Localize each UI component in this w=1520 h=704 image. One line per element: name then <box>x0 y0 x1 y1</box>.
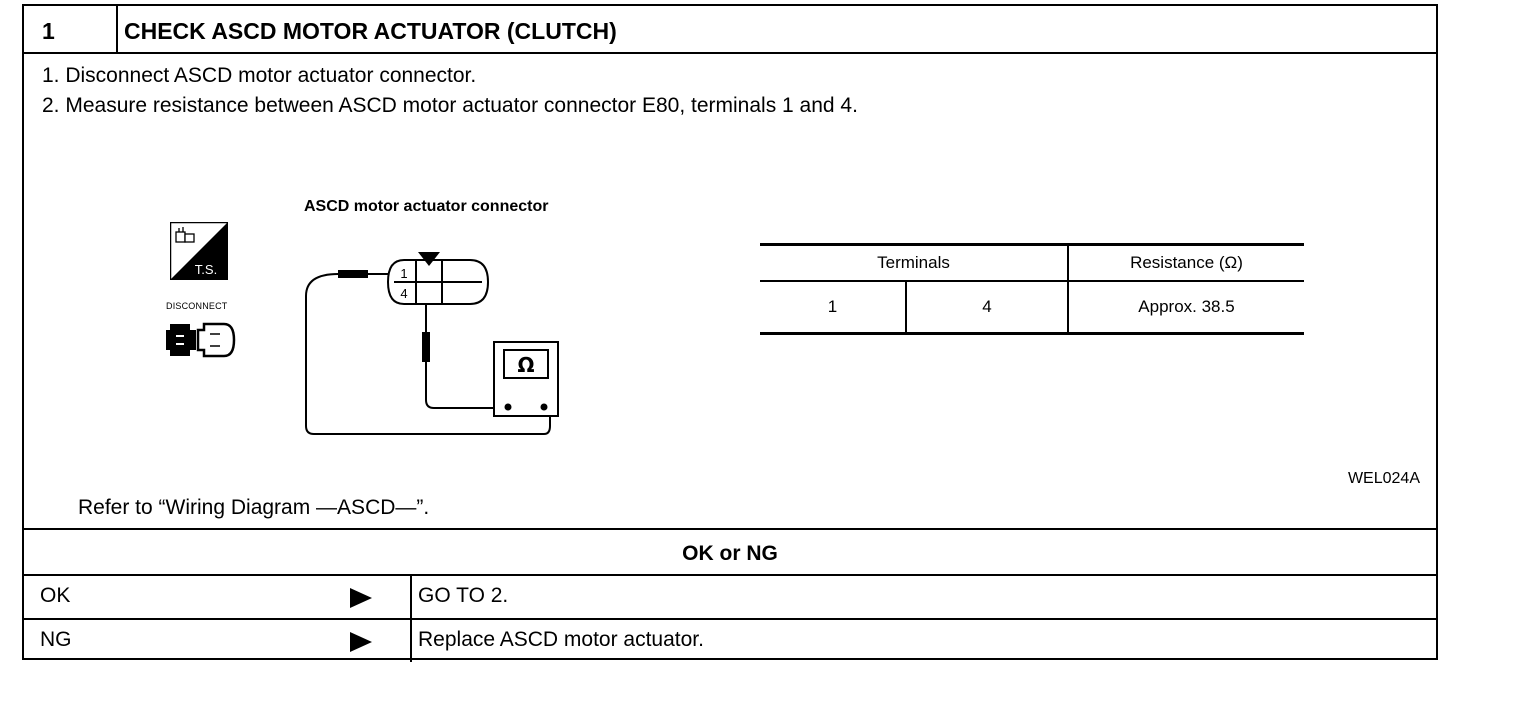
inspection-step-box: 1 CHECK ASCD MOTOR ACTUATOR (CLUTCH) 1. … <box>22 4 1438 662</box>
table-row: 1 4 Approx. 38.5 <box>760 281 1304 335</box>
result-rule-top <box>24 574 1436 576</box>
refer-note: Refer to “Wiring Diagram —ASCD—”. <box>78 496 430 519</box>
ts-icon-text: T.S. <box>195 262 217 277</box>
disconnect-icon <box>166 316 240 364</box>
terminal-4-label: 4 <box>400 286 407 301</box>
tester-icon: T.S. <box>169 221 229 281</box>
step-title: CHECK ASCD MOTOR ACTUATOR (CLUTCH) <box>124 18 617 44</box>
result-rule-mid <box>24 618 1436 620</box>
connector-label: ASCD motor actuator connector <box>304 198 549 215</box>
terminal-a-cell: 1 <box>760 281 907 335</box>
result-ng-action: Replace ASCD motor actuator. <box>418 628 704 651</box>
decision-rule <box>24 528 1436 530</box>
resistance-value-cell: Approx. 38.5 <box>1068 281 1304 335</box>
step-number: 1 <box>42 18 55 44</box>
result-ok-action: GO TO 2. <box>418 584 509 607</box>
terminal-b-cell: 4 <box>906 281 1069 335</box>
decision-title: OK or NG <box>682 542 778 565</box>
resistance-spec-table: Terminals Resistance (Ω) 1 4 Approx. 38.… <box>760 243 1304 335</box>
instruction-2: 2. Measure resistance between ASCD motor… <box>42 94 858 117</box>
disconnect-label: DISCONNECT <box>166 301 228 311</box>
measurement-diagram: 1 4 Ω <box>294 240 584 440</box>
terminal-1-label: 1 <box>400 266 407 281</box>
terminals-header: Terminals <box>760 243 1069 282</box>
ohm-symbol: Ω <box>517 353 534 377</box>
resistance-header: Resistance (Ω) <box>1068 243 1304 282</box>
result-ok-label: OK <box>40 584 71 607</box>
probe-4-icon <box>422 332 430 362</box>
result-ng-label: NG <box>40 628 72 651</box>
figure-reference-code: WEL024A <box>1347 470 1420 487</box>
header-rule <box>24 52 1436 54</box>
instruction-1: 1. Disconnect ASCD motor actuator connec… <box>42 64 477 87</box>
probe-1-icon <box>338 270 368 278</box>
header-divider <box>116 6 118 52</box>
arrow-right-icon <box>350 588 372 608</box>
arrow-right-icon <box>350 632 372 652</box>
